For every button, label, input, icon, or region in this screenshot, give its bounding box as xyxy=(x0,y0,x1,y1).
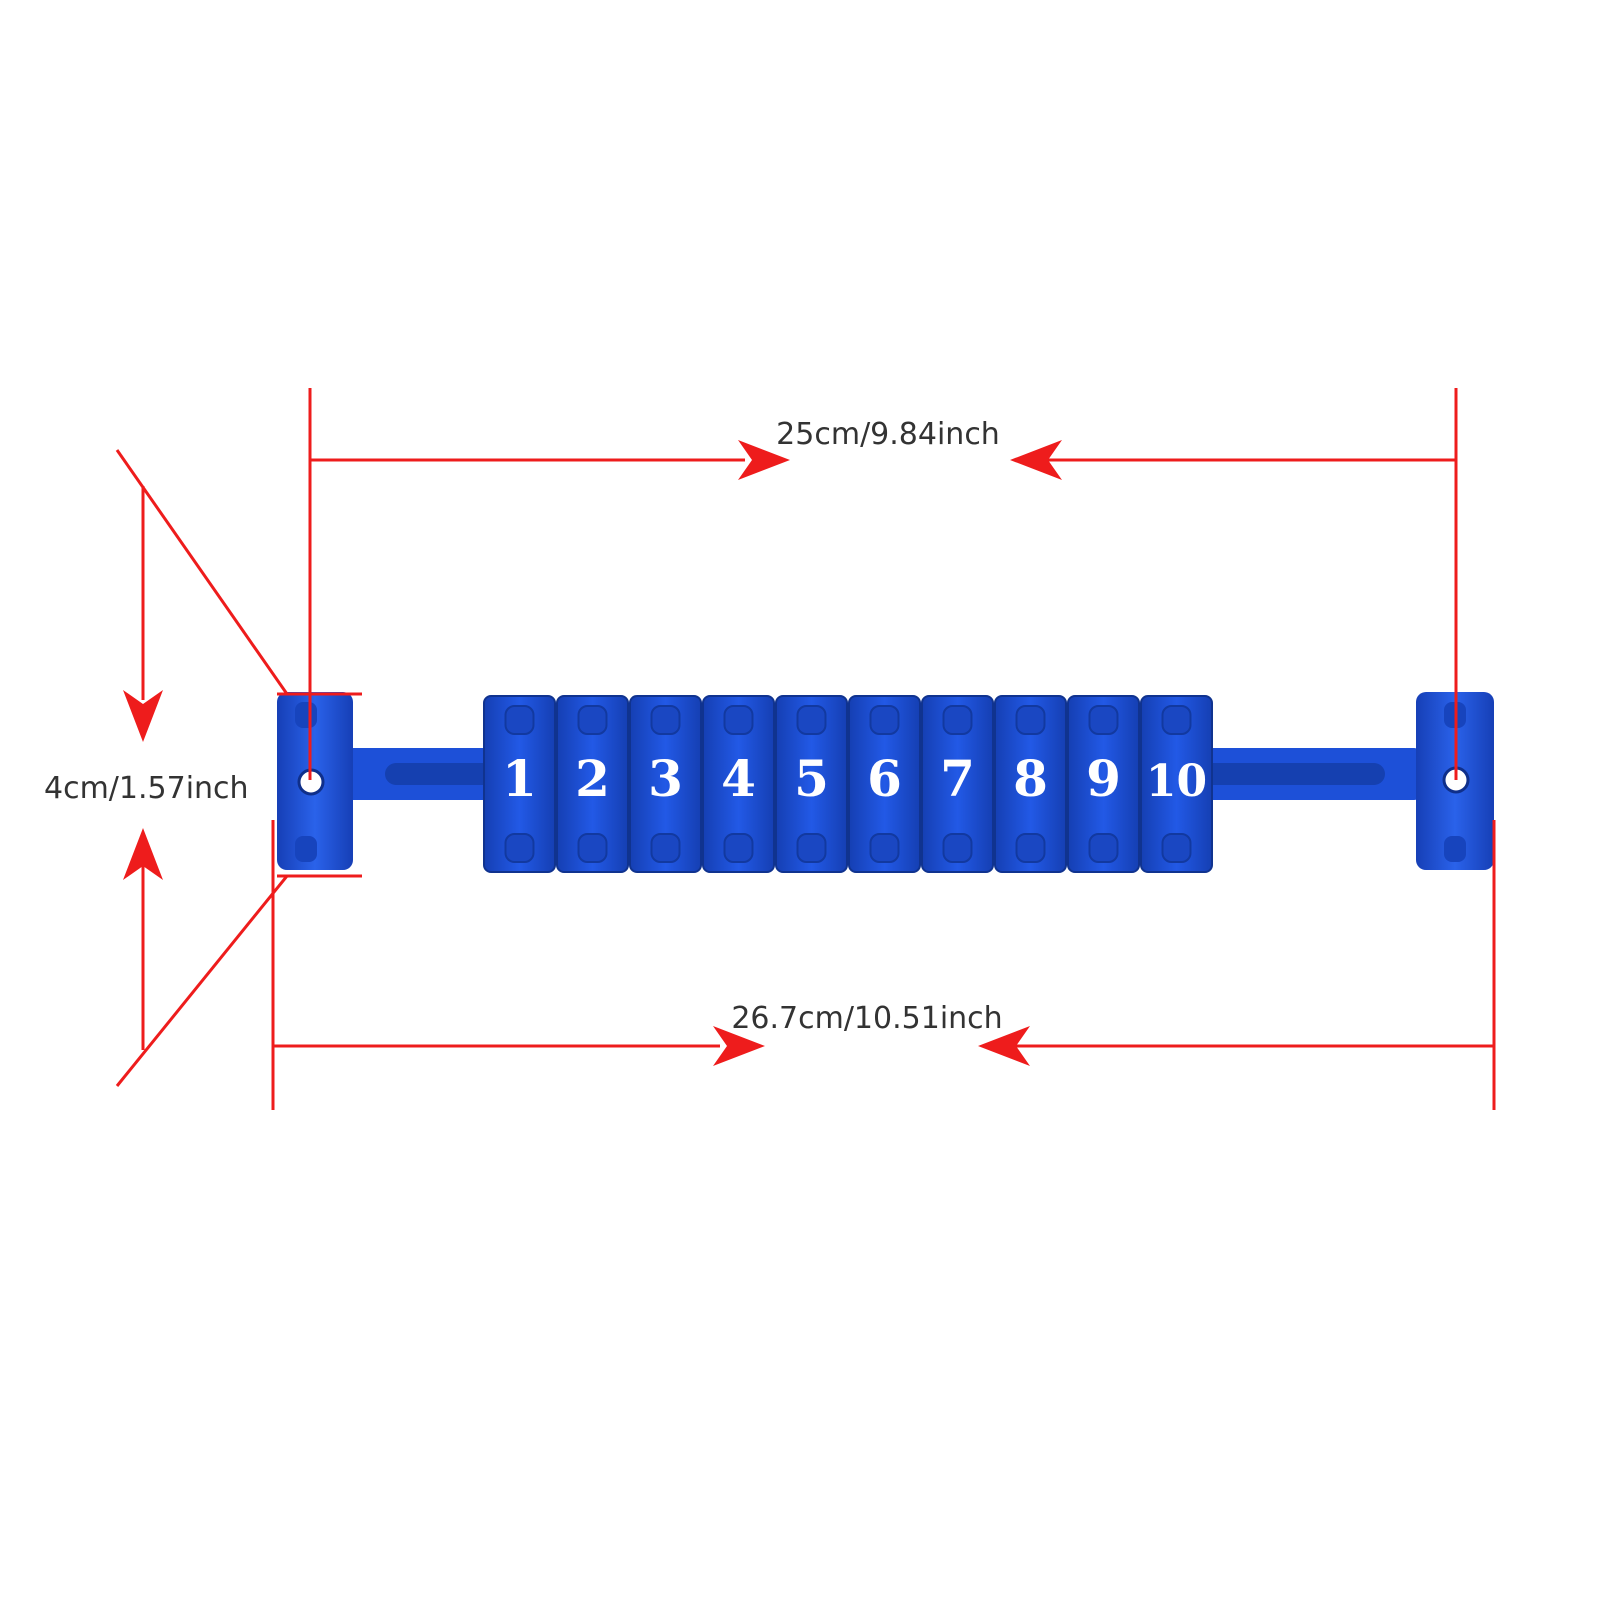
bead-number: 9 xyxy=(1086,749,1121,808)
bead-4: 4 xyxy=(702,695,775,873)
bead-2: 2 xyxy=(556,695,629,873)
bottom-arrow-left-icon xyxy=(978,1026,1030,1066)
bead-number: 3 xyxy=(648,749,683,808)
dimension-annotations xyxy=(115,388,1496,1110)
bead-10: 10 xyxy=(1140,695,1213,873)
bead-number: 10 xyxy=(1146,756,1207,807)
bottom-arrow-right-icon xyxy=(713,1026,765,1066)
height-leader-top xyxy=(115,449,289,695)
height-arrow-down-icon xyxy=(123,690,163,742)
bead-8: 8 xyxy=(994,695,1067,873)
rod-slot-right xyxy=(1195,763,1385,785)
top-arrow-left-icon xyxy=(1010,440,1062,480)
total-length-label: 26.7cm/10.51inch xyxy=(731,1001,1002,1036)
bead-number: 8 xyxy=(1013,749,1048,808)
inner-length-label: 25cm/9.84inch xyxy=(776,417,1000,452)
bead-number: 5 xyxy=(794,749,829,808)
bead-1: 1 xyxy=(483,695,556,873)
bead-7: 7 xyxy=(921,695,994,873)
bead-number: 6 xyxy=(867,749,902,808)
bead-number: 1 xyxy=(502,749,537,808)
rod-slot-left xyxy=(385,763,495,785)
bead-number: 2 xyxy=(575,749,610,808)
bead-9: 9 xyxy=(1067,695,1140,873)
bead-number: 4 xyxy=(721,749,756,808)
dimension-arrowheads xyxy=(123,440,1062,1066)
top-arrow-right-icon xyxy=(738,440,790,480)
left-end-cap xyxy=(277,692,353,870)
bead-5: 5 xyxy=(775,695,848,873)
bead-6: 6 xyxy=(848,695,921,873)
height-label: 4cm/1.57inch xyxy=(44,771,249,806)
height-leader-bottom xyxy=(115,875,289,1087)
bead-3: 3 xyxy=(629,695,702,873)
bead-number: 7 xyxy=(940,749,975,808)
height-arrow-up-icon xyxy=(123,828,163,880)
